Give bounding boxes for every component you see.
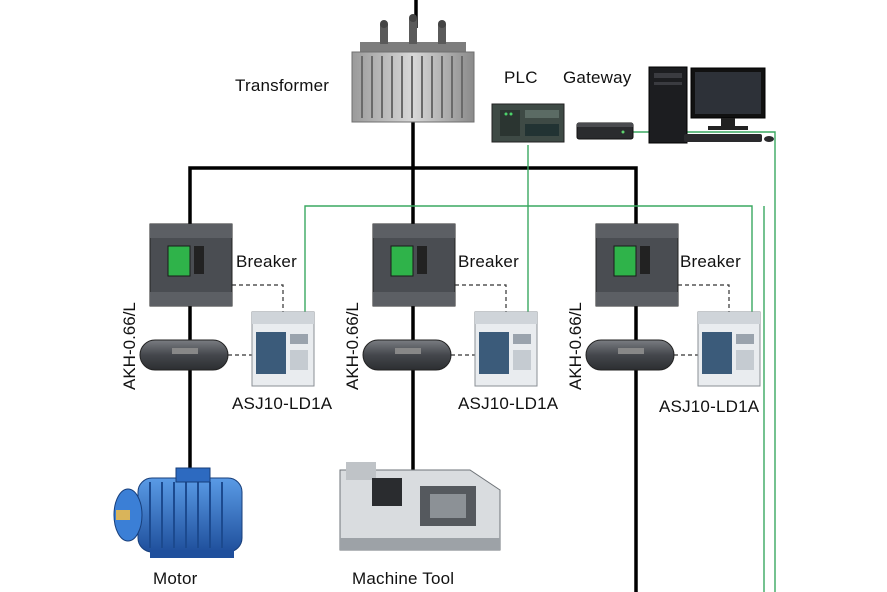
sensor-label-1: AKH-0.66/L xyxy=(120,302,139,390)
meter-icon-2 xyxy=(474,311,538,387)
motor-label: Motor xyxy=(153,569,198,588)
breaker-icon-1 xyxy=(149,223,233,307)
breaker-label-1: Breaker xyxy=(236,252,297,271)
transformer-label: Transformer xyxy=(235,76,330,95)
sensor-label-3: AKH-0.66/L xyxy=(566,302,585,390)
gateway-label: Gateway xyxy=(563,68,632,87)
ct-icon-1 xyxy=(139,339,229,371)
breaker-icon-3 xyxy=(595,223,679,307)
computer-icon xyxy=(648,66,774,144)
transformer-icon xyxy=(351,14,475,123)
meter-label-2: ASJ10-LD1A xyxy=(458,394,559,413)
meter-label-3: ASJ10-LD1A xyxy=(659,397,760,416)
machine-tool-label: Machine Tool xyxy=(352,569,455,588)
comm-lines xyxy=(304,131,776,592)
sensor-label-2: AKH-0.66/L xyxy=(343,302,362,390)
breaker-label-3: Breaker xyxy=(680,252,741,271)
breaker-icon-2 xyxy=(372,223,456,307)
gateway-icon xyxy=(576,122,634,140)
meter-label-1: ASJ10-LD1A xyxy=(232,394,333,413)
plc-label: PLC xyxy=(504,68,538,87)
signal-links xyxy=(228,284,730,356)
motor-icon xyxy=(113,467,243,558)
ct-icon-3 xyxy=(585,339,675,371)
comm-gateway-line xyxy=(632,131,776,592)
ct-icon-2 xyxy=(362,339,452,371)
meter-icon-3 xyxy=(697,311,761,387)
meter-icon-1 xyxy=(251,311,315,387)
machine-tool-icon xyxy=(339,462,501,551)
breaker-label-2: Breaker xyxy=(458,252,519,271)
plc-icon xyxy=(491,103,565,143)
